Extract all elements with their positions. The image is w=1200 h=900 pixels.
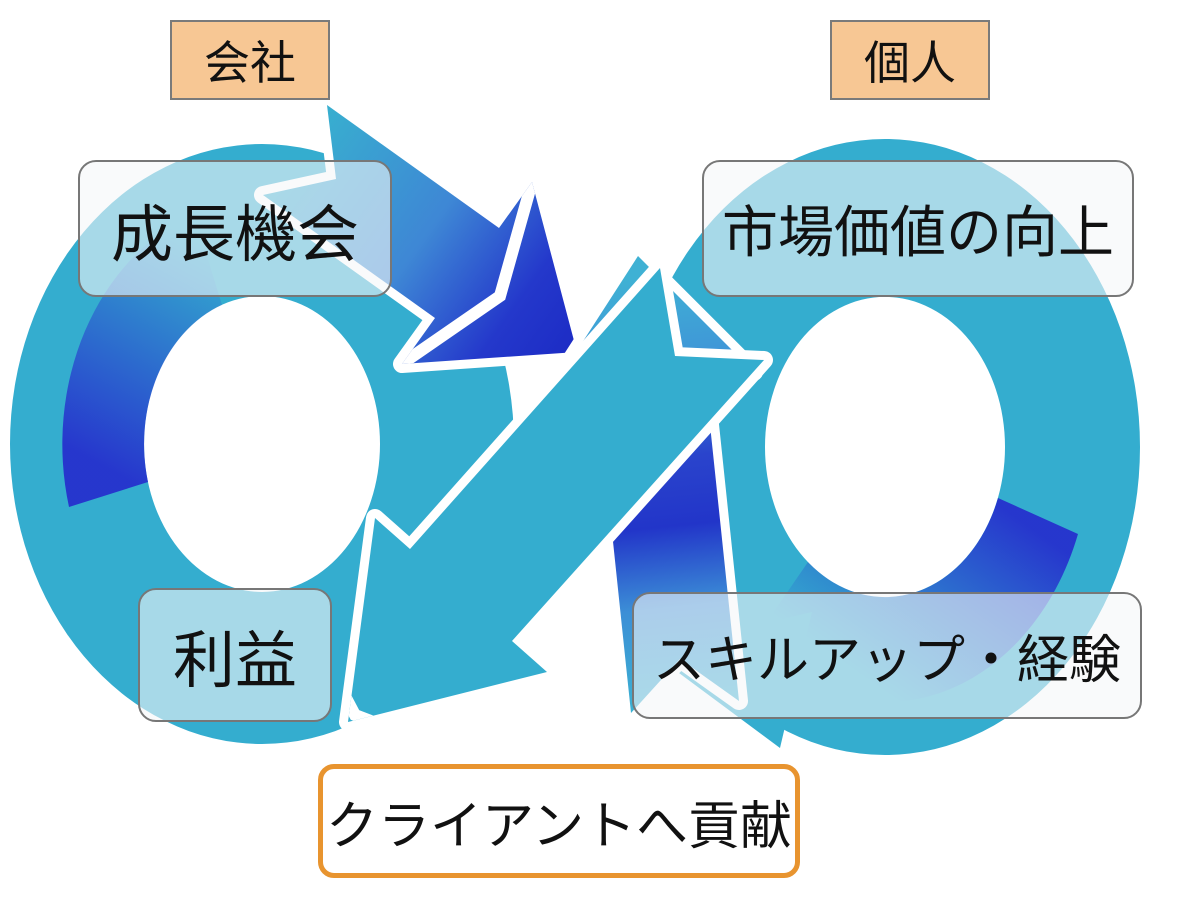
client-contribution-box: クライアントへ貢献 — [318, 764, 800, 878]
market-value-box: 市場価値の向上 — [702, 160, 1134, 297]
growth-opportunity-box: 成長機会 — [78, 160, 392, 297]
growth-arrow-chevron-gap — [386, 166, 542, 364]
flat-arrow-fill — [348, 268, 764, 722]
profit-box: 利益 — [138, 588, 332, 722]
individual-label-box: 個人 — [830, 20, 990, 100]
skill-experience-box: スキルアップ・経験 — [632, 592, 1142, 719]
market-to-profit-arrow — [339, 259, 773, 731]
company-label-box: 会社 — [170, 20, 330, 100]
flat-arrow-chevron-gap — [348, 598, 478, 722]
